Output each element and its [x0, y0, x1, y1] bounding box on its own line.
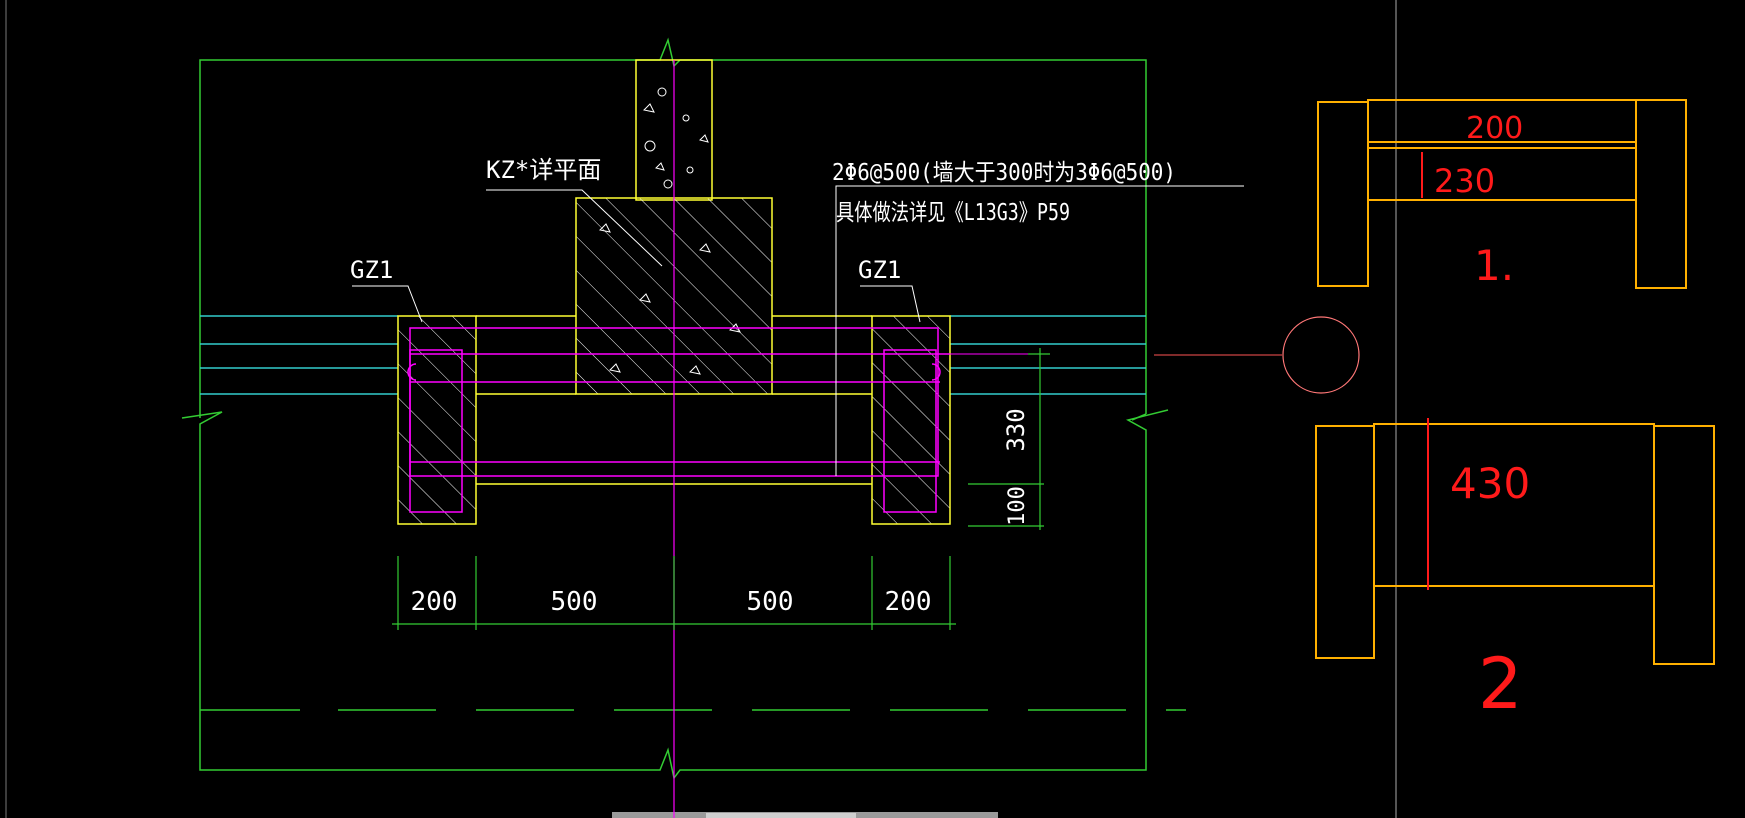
dim-200-left: 200	[411, 587, 458, 617]
kz-label: KZ*详平面	[486, 156, 601, 184]
sketch-1	[1317, 99, 1687, 289]
dimensions-bottom	[392, 556, 956, 630]
dim-330: 330	[1002, 408, 1030, 451]
sketch-2	[1315, 423, 1715, 665]
gz1-left	[397, 315, 477, 525]
dim-500-right: 500	[747, 587, 794, 617]
column-stub	[635, 59, 713, 201]
sketch1-bottom-value: 230	[1434, 162, 1495, 200]
rebar-note-line2: 具体做法详见《L13G3》P59	[836, 200, 1070, 226]
scrollbar-thumb[interactable]	[706, 813, 856, 818]
dim-500-left: 500	[551, 587, 598, 617]
outline-frame	[181, 37, 1169, 780]
sketch1-number: 1.	[1474, 241, 1514, 290]
gz1-right	[871, 315, 951, 525]
dim-200-right: 200	[885, 587, 932, 617]
wall-cyan-lines	[200, 315, 1146, 395]
leaders	[352, 185, 1244, 476]
dim-100: 100	[1005, 486, 1030, 526]
sketch2-number: 2	[1478, 643, 1523, 725]
dimensions-vertical	[968, 348, 1050, 530]
axis-bubble	[1282, 316, 1360, 394]
rebar-note-line1: 2Φ6@500(墙大于300时为3Φ6@500)	[832, 160, 1176, 186]
sketch1-top-value: 200	[1466, 111, 1523, 146]
gz1-right-label: GZ1	[858, 256, 901, 284]
sketch2-dim-value: 430	[1450, 459, 1530, 508]
gz1-left-label: GZ1	[350, 256, 393, 284]
